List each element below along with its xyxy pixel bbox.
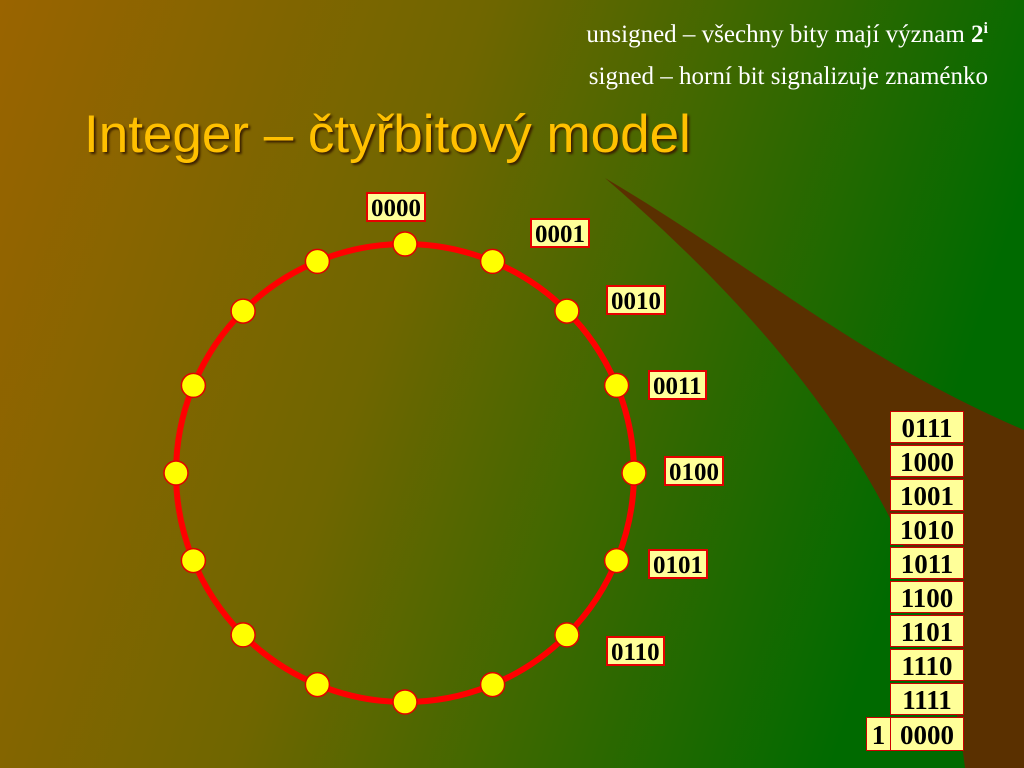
ring-label-0101: 0101 [648,549,708,579]
ring-dot [392,231,418,257]
ring-dot [479,248,506,275]
ring-label-0110: 0110 [606,636,665,666]
subtitle-signed: signed – horní bit signalizuje znaménko [588,63,988,90]
subtitle-power-base: 2 [971,21,984,48]
subtitle-power-exponent: i [983,20,988,37]
ring-dot [479,671,506,698]
stack-item: 0111 [890,411,964,443]
stack-item: 1110 [890,649,964,681]
ring-label-0011: 0011 [648,370,707,400]
stack-item: 1111 [890,683,964,715]
ring-dot [180,372,207,399]
subtitle-unsigned: unsigned – všechny bity mají význam 2i [586,20,988,48]
stack-item: 1001 [890,479,964,511]
ring-dot [180,547,207,574]
ring-dot [163,460,189,486]
ring-label-0010: 0010 [606,285,666,315]
ring-dot [603,547,630,574]
ring-dots [163,231,647,715]
ring-dot [554,622,580,648]
ring-dot [230,298,256,324]
ring-label-0001: 0001 [530,218,590,248]
slide-title: Integer – čtyřbitový model [84,105,691,164]
ring-dot [392,689,418,715]
ring-dot [230,622,256,648]
stack-item-overflow: 0000 [890,717,964,751]
ring-dot [554,298,580,324]
ring-dot [304,248,331,275]
stack-item: 1100 [890,581,964,613]
ring-dot [621,460,647,486]
stack-item: 1101 [890,615,964,647]
carry-bit: 1 [866,717,890,751]
ring-label-0100: 0100 [664,456,724,486]
stack-item: 1011 [890,547,964,579]
ring-dot [603,372,630,399]
stack-item: 1010 [890,513,964,545]
ring-dot [304,671,331,698]
ring-label-0000: 0000 [366,192,426,222]
stack-item: 1000 [890,445,964,477]
